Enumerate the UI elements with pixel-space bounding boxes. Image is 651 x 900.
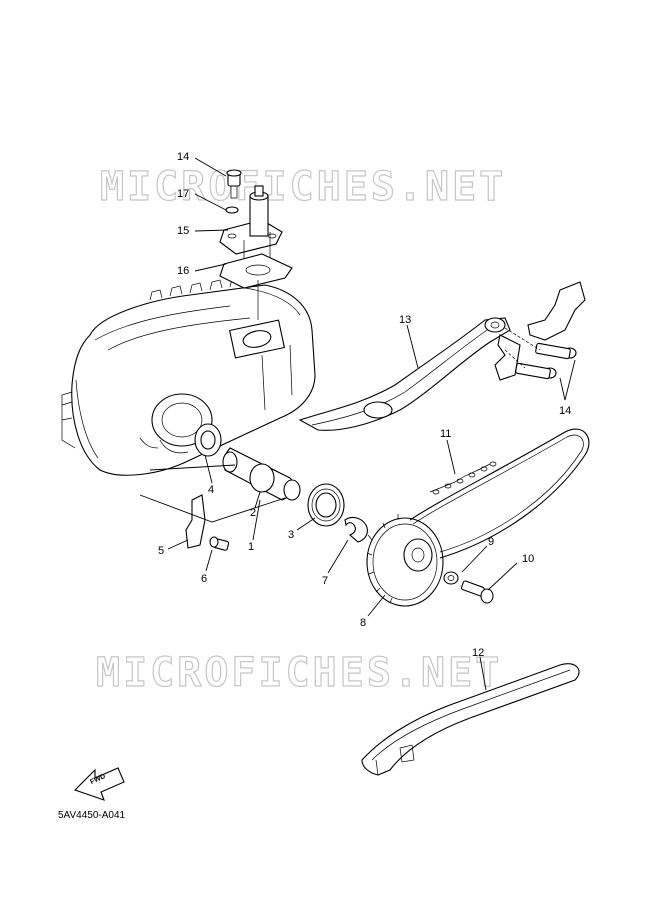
cam-chain <box>409 428 590 559</box>
diagram-code: 5AV4450-A041 <box>58 810 126 821</box>
callout-3: 3 <box>288 529 295 541</box>
watermark-top: MICROFICHES.NET <box>99 163 507 210</box>
forward-arrow-icon <box>73 767 125 801</box>
callout-11: 11 <box>440 428 452 440</box>
watermark-bottom: MICROFICHES.NET <box>95 649 503 696</box>
callout-10: 10 <box>522 553 535 565</box>
callout-14-right: 14 <box>559 405 572 417</box>
bracket-plate <box>504 281 586 380</box>
callout-6: 6 <box>201 573 208 585</box>
callout-15: 15 <box>177 225 190 237</box>
callout-4: 4 <box>208 484 215 496</box>
callout-8: 8 <box>360 617 367 629</box>
callout-12: 12 <box>472 647 485 659</box>
callout-9: 9 <box>488 536 495 548</box>
cylinder-head <box>61 277 316 476</box>
callout-17: 17 <box>177 188 190 200</box>
chain-guide <box>361 663 580 776</box>
tensioner-guide-arm <box>298 317 521 431</box>
callout-2: 2 <box>250 507 257 519</box>
callout-14-top: 14 <box>177 151 190 163</box>
callout-13: 13 <box>399 314 412 326</box>
camshaft-assembly <box>139 423 368 551</box>
chain-tensioner-assembly <box>219 169 293 320</box>
callout-5: 5 <box>158 545 165 557</box>
callout-16: 16 <box>177 265 190 277</box>
callout-1: 1 <box>248 541 255 553</box>
callout-7: 7 <box>322 575 329 587</box>
cam-sprocket-assembly <box>366 514 494 607</box>
leader-lines <box>167 157 576 691</box>
